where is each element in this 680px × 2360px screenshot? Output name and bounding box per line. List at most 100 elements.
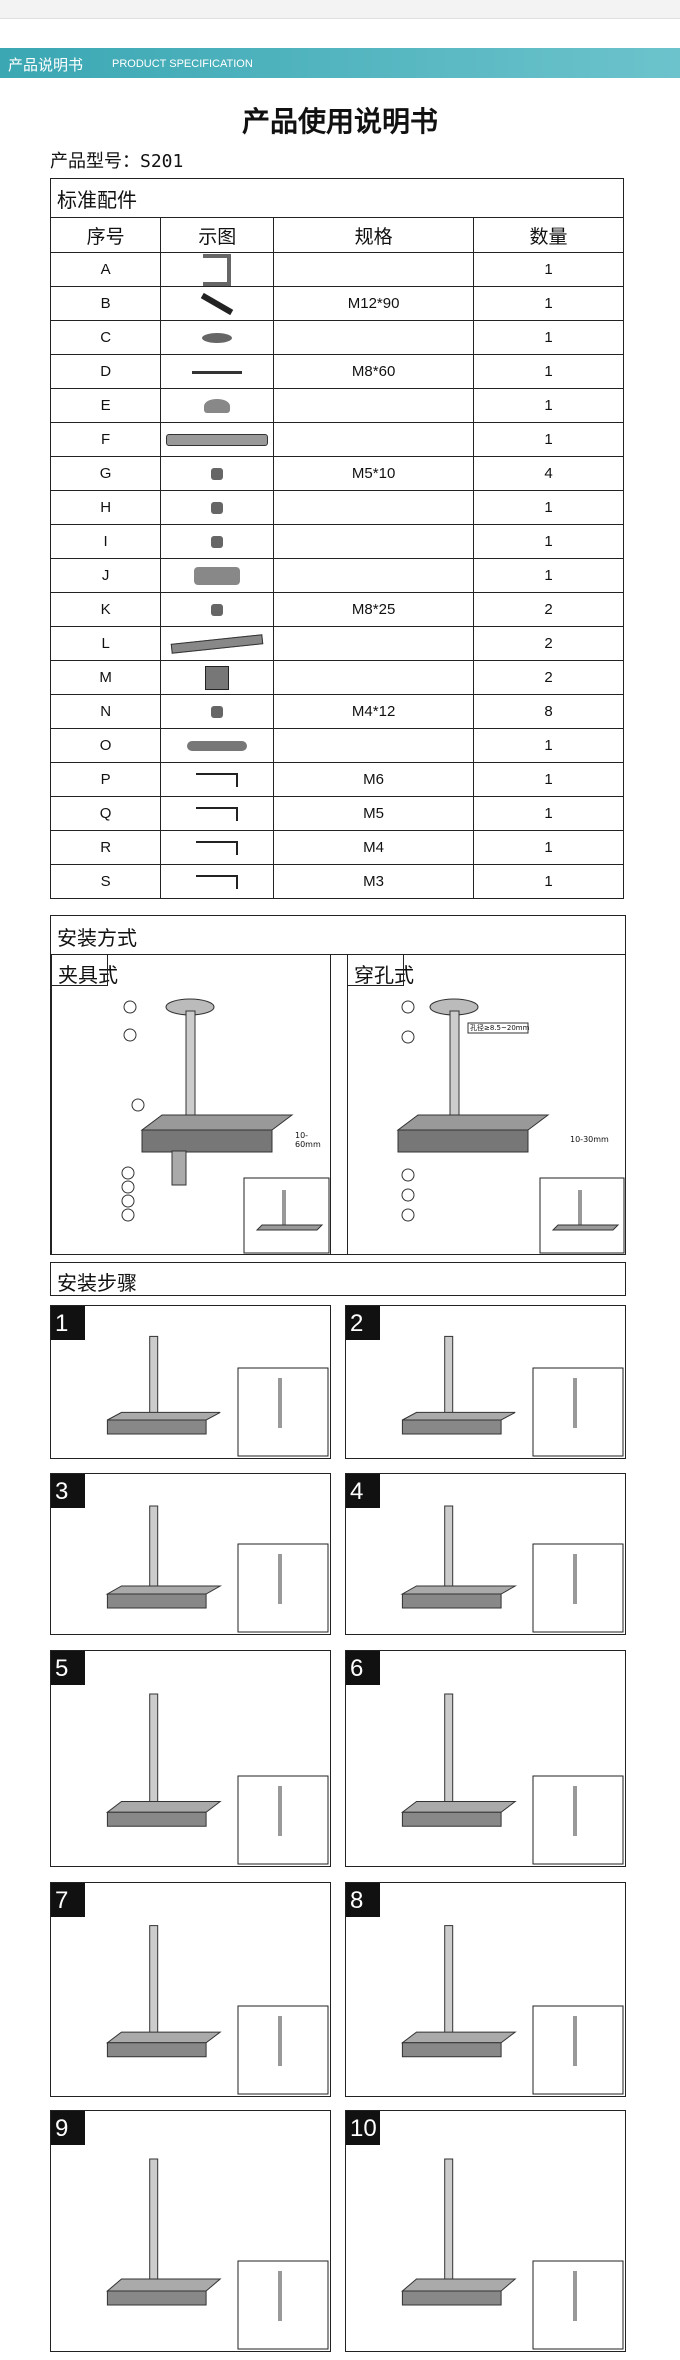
- part-spec: [273, 660, 475, 695]
- grommet-hole: 孔径≥8.5~20mm: [470, 1024, 530, 1032]
- part-id: O: [49, 728, 162, 763]
- part-id: D: [49, 354, 162, 389]
- step-panel: 8: [345, 1882, 626, 2097]
- step-number-bg: 1: [51, 1306, 85, 1340]
- part-spec: M6: [273, 762, 475, 797]
- part-spec: [273, 252, 475, 287]
- part-spec: M5*10: [273, 456, 475, 491]
- install-methods-section: 安装方式 夹具式 10-60mm 穿孔式: [50, 915, 626, 1255]
- clamp-panel: 夹具式 10-60mm: [51, 954, 331, 1255]
- step-number-bg: 7: [51, 1883, 85, 1917]
- install-caption: 安装方式: [57, 926, 137, 950]
- part-id: G: [49, 456, 162, 491]
- step-panel: 6: [345, 1650, 626, 1867]
- part-id: L: [49, 626, 162, 661]
- part-qty: 1: [473, 388, 624, 423]
- step-number-bg: 5: [51, 1651, 85, 1685]
- part-qty: 1: [473, 354, 624, 389]
- part-qty: 1: [473, 796, 624, 831]
- step-number: 8: [350, 1887, 364, 1914]
- gas-spring-arm-icon: [170, 634, 264, 654]
- part-spec: [273, 388, 475, 423]
- clamp-install-diagram: [52, 955, 330, 1254]
- part-spec: M4: [273, 830, 475, 865]
- long-bolt-icon: [201, 292, 234, 316]
- step-panel: 2: [345, 1305, 626, 1459]
- part-spec: [273, 626, 475, 661]
- part-id: E: [49, 388, 162, 423]
- step-number-bg: 8: [346, 1883, 380, 1917]
- part-id: R: [49, 830, 162, 865]
- step-illustration: [400, 1505, 624, 1633]
- part-qty: 2: [473, 660, 624, 695]
- allen-key-icon: [196, 807, 239, 822]
- step-number-bg: 9: [51, 2111, 85, 2145]
- part-qty: 1: [473, 490, 624, 525]
- step-number: 5: [55, 1655, 69, 1682]
- double-clamp-icon: [194, 566, 241, 585]
- part-id: H: [49, 490, 162, 525]
- part-spec: [273, 320, 475, 355]
- part-qty: 8: [473, 694, 624, 729]
- step-illustration: [400, 1693, 624, 1865]
- part-id: Q: [49, 796, 162, 831]
- step-panel: 5: [50, 1650, 331, 1867]
- pole-icon: [166, 434, 269, 447]
- part-id: M: [49, 660, 162, 695]
- step-number: 7: [55, 1887, 69, 1914]
- part-spec: M12*90: [273, 286, 475, 321]
- step-number-bg: 3: [51, 1474, 85, 1508]
- part-qty: 1: [473, 422, 624, 457]
- part-spec: M4*12: [273, 694, 475, 729]
- header-banner: 产品说明书 PRODUCT SPECIFICATION: [0, 48, 680, 78]
- base-plate-icon: [202, 333, 233, 344]
- nut-icon: [211, 706, 224, 719]
- part-spec: [273, 422, 475, 457]
- part-spec: M3: [273, 864, 475, 899]
- step-number: 9: [55, 2115, 69, 2142]
- allen-key-icon: [196, 841, 239, 856]
- step-panel: 4: [345, 1473, 626, 1635]
- step-number: 10: [350, 2115, 377, 2142]
- step-illustration: [106, 2158, 329, 2350]
- step-number: 4: [350, 1478, 364, 1505]
- part-id: I: [49, 524, 162, 559]
- part-spec: M8*25: [273, 592, 475, 627]
- part-qty: 1: [473, 864, 624, 899]
- step-panel: 1: [50, 1305, 331, 1459]
- part-qty: 4: [473, 456, 624, 491]
- collar-icon: [211, 502, 224, 515]
- step-illustration: [401, 2158, 624, 2350]
- header-spec: 规格: [273, 217, 475, 253]
- step-number: 2: [350, 1310, 364, 1337]
- grommet-panel: 穿孔式 孔径≥8.5~20mm 10-30mm: [347, 954, 626, 1255]
- part-qty: 1: [473, 762, 624, 797]
- step-number-bg: 4: [346, 1474, 380, 1508]
- part-id: K: [49, 592, 162, 627]
- header-qty: 数量: [473, 217, 624, 253]
- step-number-bg: 6: [346, 1651, 380, 1685]
- grommet-range: 10-30mm: [570, 1135, 609, 1144]
- part-qty: 1: [473, 558, 624, 593]
- part-qty: 1: [473, 286, 624, 321]
- rod-icon: [192, 370, 243, 374]
- part-spec: [273, 490, 475, 525]
- grommet-install-diagram: [348, 955, 625, 1254]
- part-qty: 2: [473, 592, 624, 627]
- part-spec: [273, 558, 475, 593]
- step-illustration: [401, 1335, 624, 1457]
- part-id: N: [49, 694, 162, 729]
